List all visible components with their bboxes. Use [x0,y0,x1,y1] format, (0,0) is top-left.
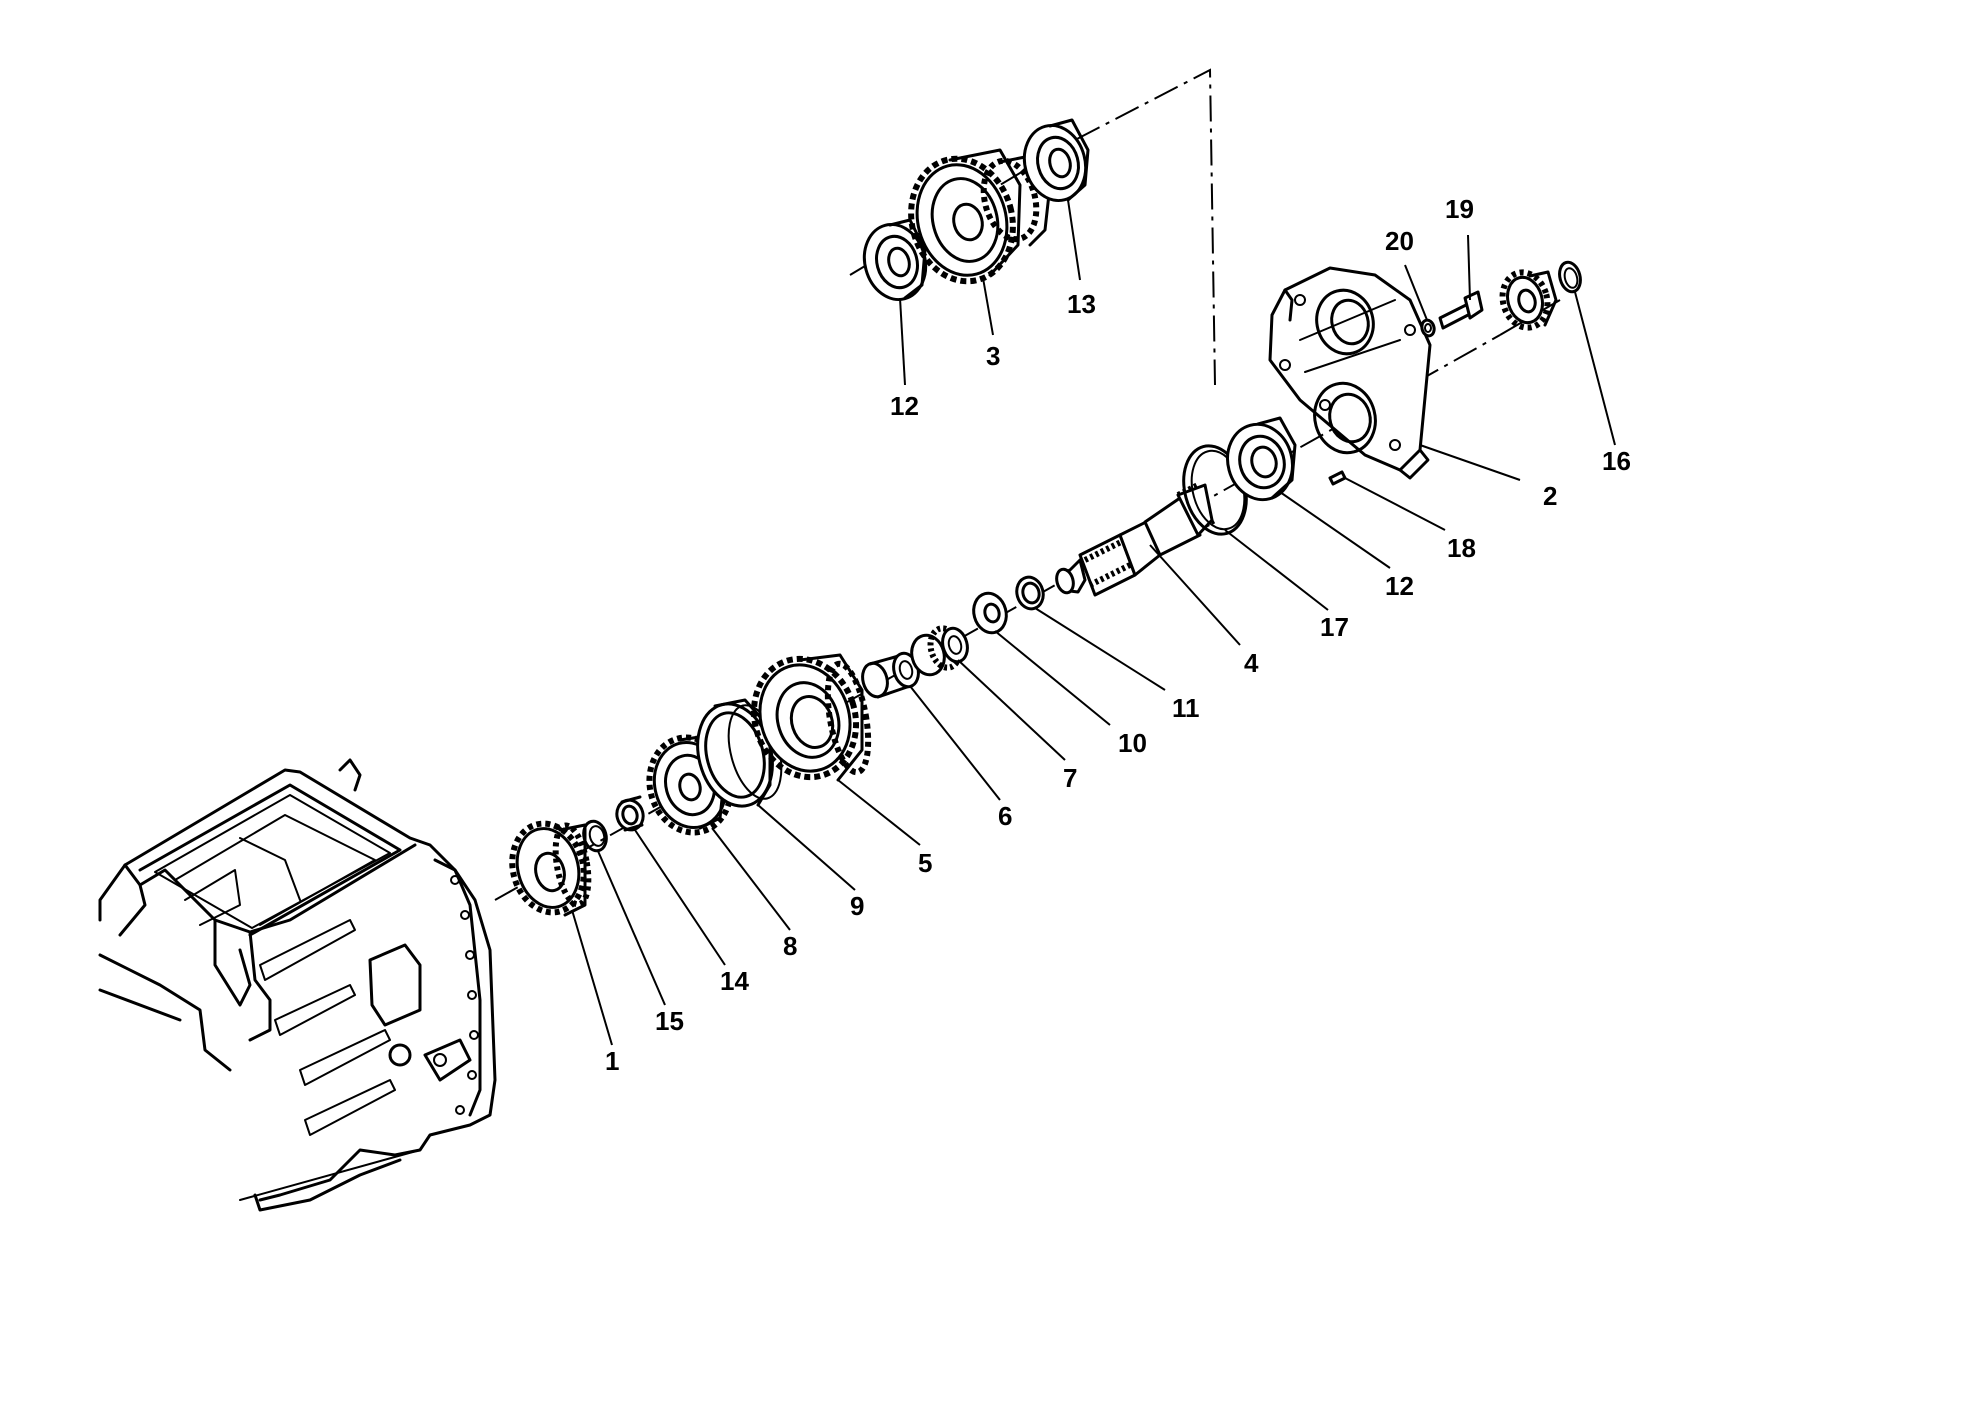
part-13-bearing [1022,118,1090,203]
callout-19: 19 [1445,194,1474,224]
transmission-housing [98,758,497,1212]
part-18-pin [1328,470,1347,486]
part-11-ring [1015,575,1045,611]
callout-12-upper: 12 [890,391,919,421]
part-20-washer [1420,318,1436,338]
part-7-needle-bearing [910,625,969,677]
callout-2: 2 [1543,481,1557,511]
callout-12-lower: 12 [1385,571,1414,601]
callout-14: 14 [720,966,749,996]
callout-13: 13 [1067,289,1096,319]
callout-3: 3 [986,341,1000,371]
part-4-shaft [1055,482,1217,597]
callout-20: 20 [1385,226,1414,256]
callout-16: 16 [1602,446,1631,476]
callout-5: 5 [918,848,932,878]
part-2-cover-plate [1268,266,1432,480]
callout-11: 11 [1172,693,1200,723]
part-3-cluster-gear [908,148,1052,285]
callout-15: 15 [655,1006,684,1036]
part-12-bearing-lower [1226,416,1297,502]
part-19-bolt [1438,290,1484,330]
callout-10: 10 [1118,728,1147,758]
flange-bolt-holes [450,875,479,1115]
part-5-gear [750,653,872,782]
part-6-spacer [861,651,920,699]
part-1-gear [509,820,592,917]
callout-7: 7 [1063,763,1077,793]
callout-8: 8 [783,931,797,961]
callout-17: 17 [1320,612,1349,642]
part-12-bearing-upper [862,218,928,302]
callout-4: 4 [1244,648,1259,678]
callout-18: 18 [1447,533,1476,563]
callout-9: 9 [850,891,864,921]
part-15-snap-ring [582,819,608,853]
leader-lines [571,199,1616,1046]
part-14-bushing [615,795,645,832]
part-16-gear [1499,260,1582,331]
callout-1: 1 [605,1046,619,1076]
callout-6: 6 [998,801,1012,831]
callout-labels: 1 15 14 8 9 5 6 7 10 11 4 17 12 18 2 16 … [605,194,1631,1076]
